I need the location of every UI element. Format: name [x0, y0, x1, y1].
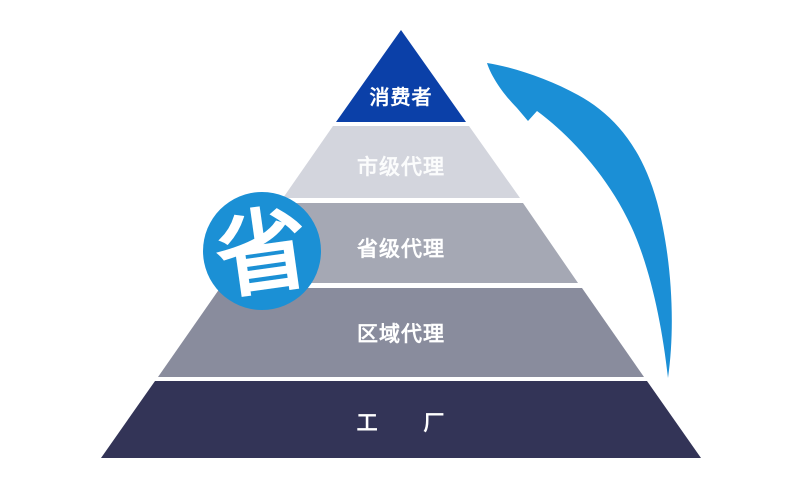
- pyramid-level-factory: [101, 381, 701, 458]
- pyramid-level-city-agent-label: 市级代理: [357, 155, 445, 179]
- pyramid-level-regional-agent: [158, 288, 644, 377]
- pyramid-level-consumer: [336, 30, 466, 122]
- pyramid-level-city-agent: [283, 126, 520, 198]
- province-badge-label: 省: [210, 197, 315, 311]
- pyramid-level-consumer-label: 消费者: [370, 85, 433, 109]
- pyramid-level-factory-label: 工 厂: [357, 412, 446, 435]
- upward-curved-arrow-icon: [487, 63, 672, 378]
- pyramid-level-province-agent-label: 省级代理: [356, 237, 445, 261]
- province-badge-circle: [203, 192, 321, 310]
- pyramid-level-regional-agent-label: 区域代理: [357, 322, 445, 346]
